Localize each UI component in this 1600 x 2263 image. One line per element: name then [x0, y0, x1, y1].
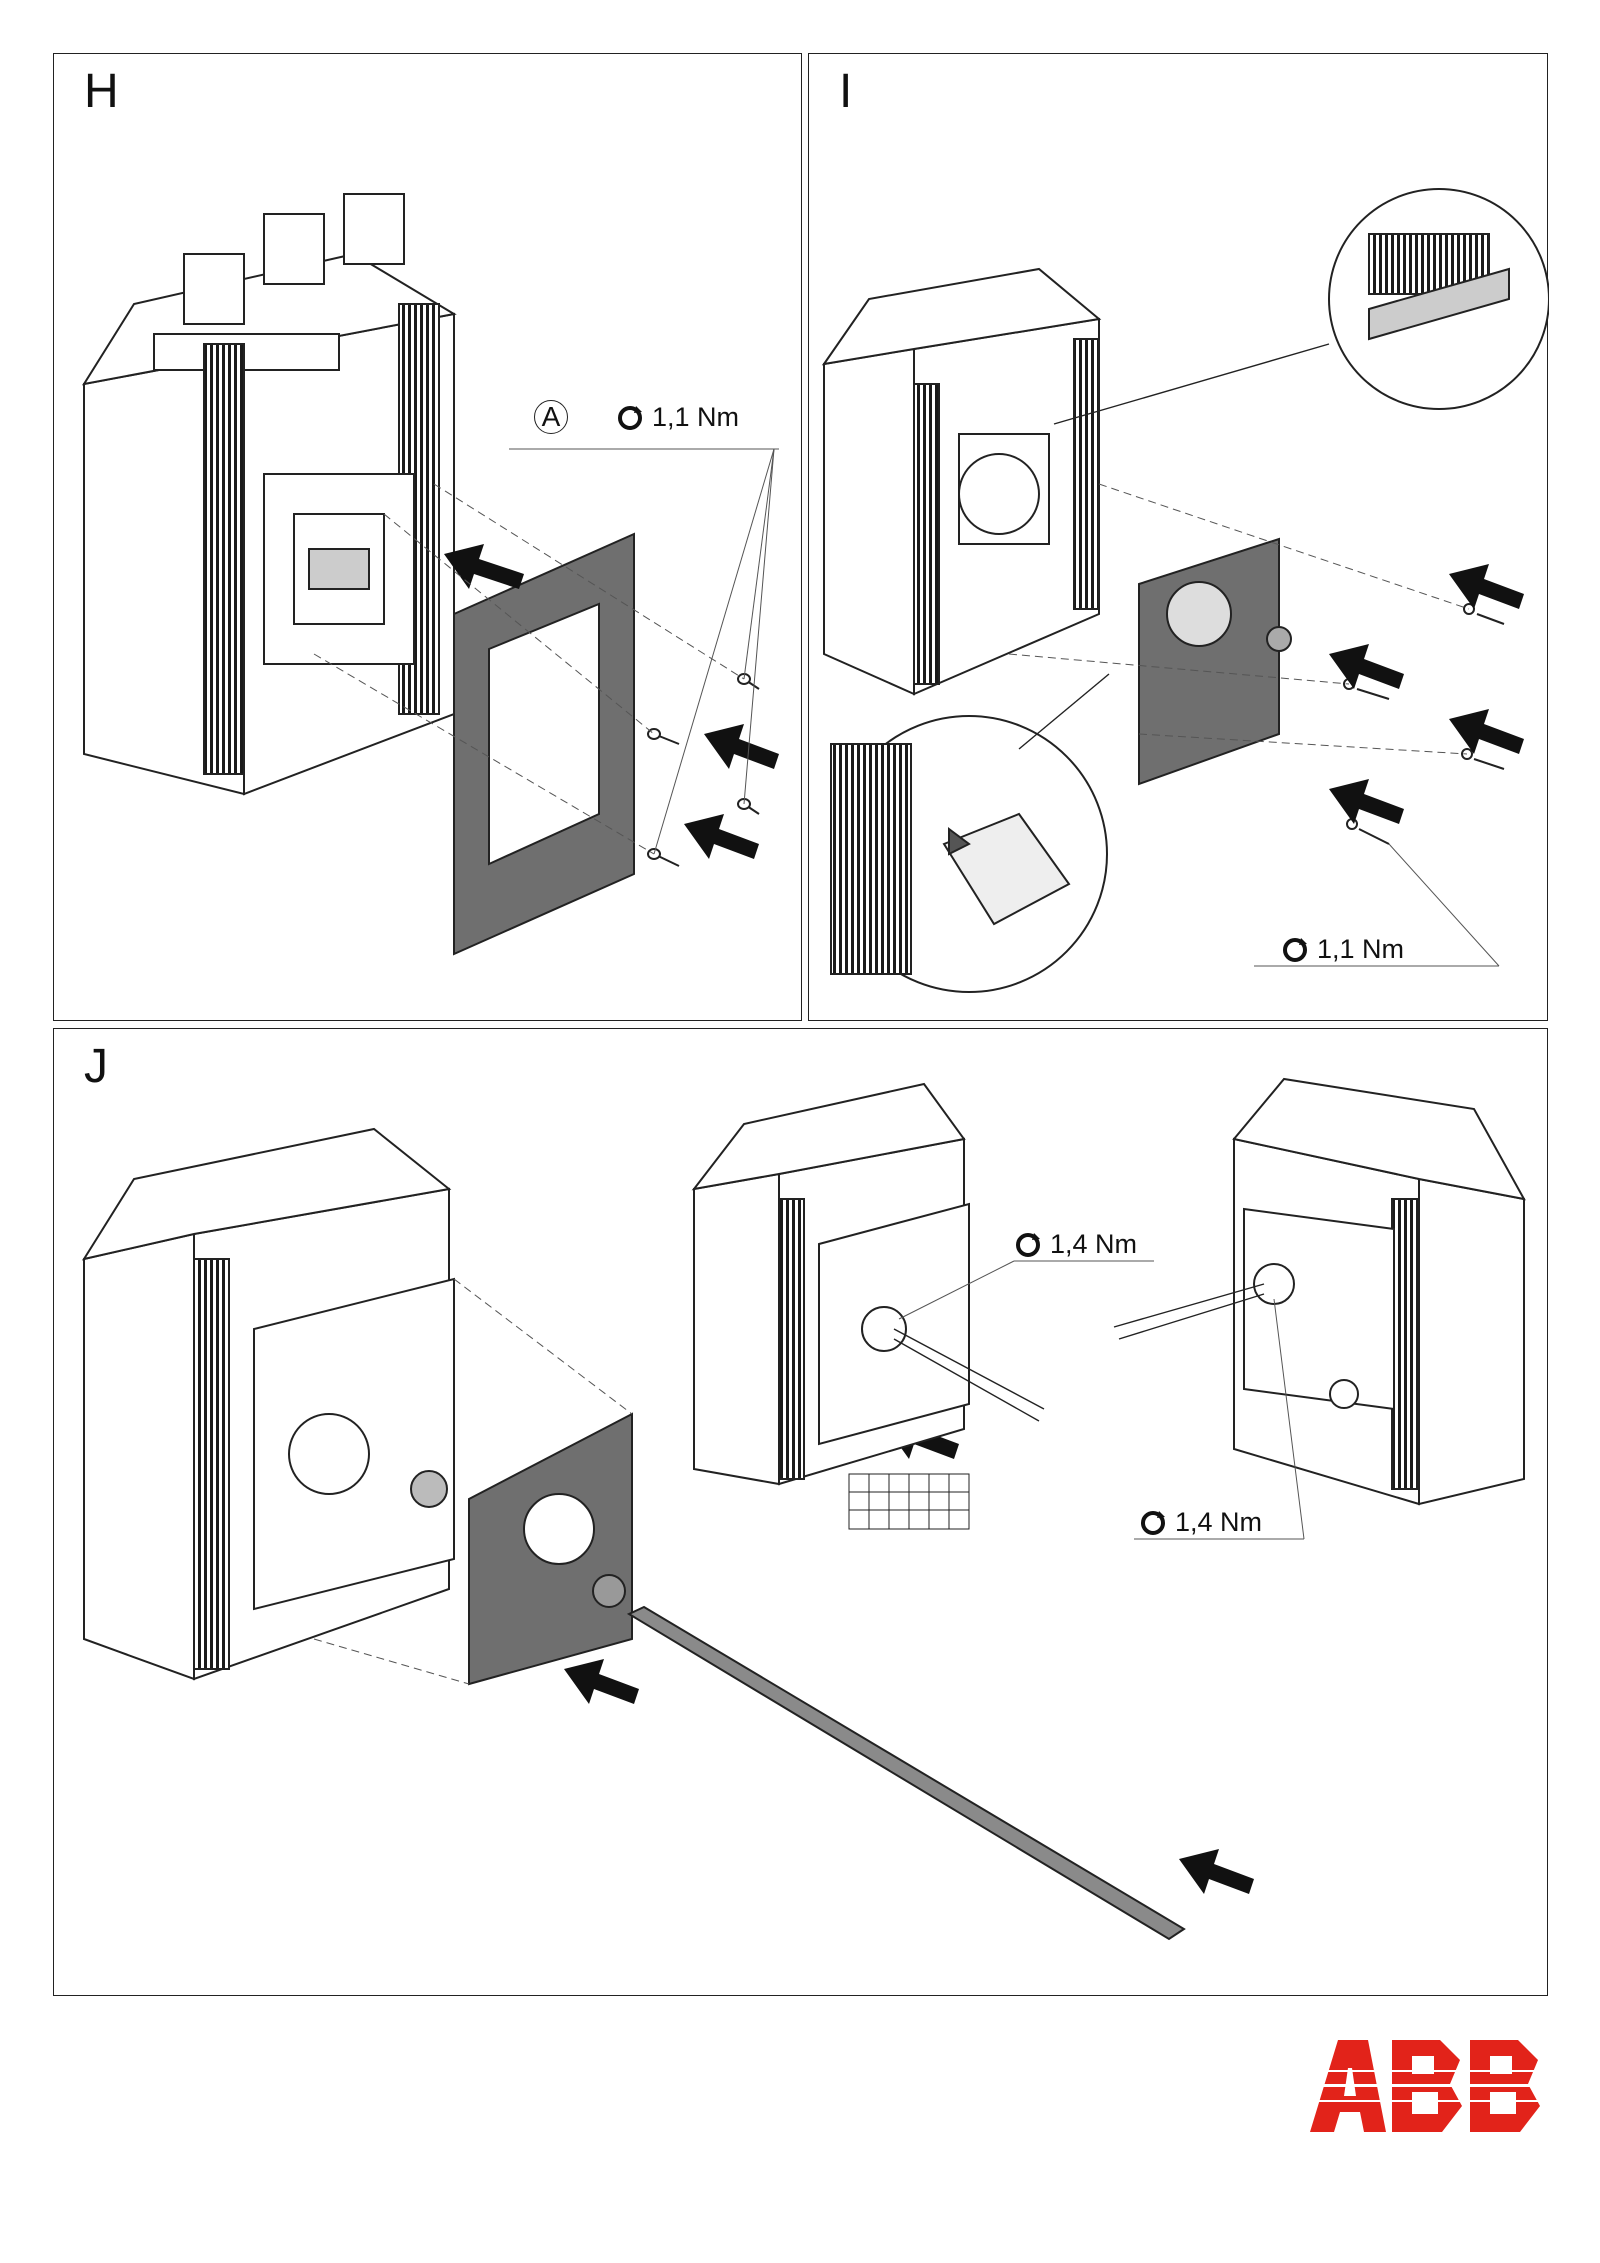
torque-spec-i: 1,1 Nm	[1281, 934, 1404, 965]
torque-spec-h: 1,1 Nm	[616, 402, 739, 433]
torque-value-i: 1,1 Nm	[1317, 934, 1405, 964]
torque-value-j-rear: 1,4 Nm	[1175, 1507, 1263, 1537]
circuit-breaker-body	[81, 193, 457, 796]
cover-plate	[468, 1412, 633, 1686]
step-label-j: J	[84, 1040, 108, 1093]
mounting-frame	[453, 532, 635, 956]
torque-icon	[1283, 937, 1307, 962]
circuit-breaker-body	[691, 1082, 970, 1486]
torque-icon	[1141, 1510, 1165, 1535]
magnifier-circle	[1328, 188, 1549, 410]
panel-step-h: H	[53, 53, 802, 1021]
torque-icon	[1016, 1232, 1040, 1257]
extension-shaft	[626, 1605, 1186, 1941]
arrow-icon	[1329, 564, 1524, 824]
torque-value-j-front: 1,4 Nm	[1050, 1229, 1138, 1259]
circuit-breaker-body	[81, 1127, 455, 1681]
torque-spec-j-rear: 1,4 Nm	[1139, 1507, 1262, 1538]
panel-step-i: I	[808, 53, 1549, 1021]
torque-value-h: 1,1 Nm	[652, 402, 740, 432]
shaft-line	[893, 1328, 1045, 1422]
grid-cutout	[848, 1473, 970, 1530]
magnifier-circle	[830, 715, 1108, 993]
step-h-illustration	[81, 193, 779, 956]
torque-spec-j-front: 1,4 Nm	[1014, 1229, 1137, 1260]
torque-icon	[618, 405, 642, 430]
arrow-icon	[444, 544, 779, 859]
panel-step-j: J	[53, 1028, 1548, 1996]
reference-letter-a: A	[534, 400, 568, 434]
cover-plate	[1138, 537, 1292, 786]
step-label-i: I	[839, 65, 853, 118]
shaft-line	[1113, 1283, 1265, 1340]
circuit-breaker-body	[821, 267, 1102, 696]
step-i-illustration	[821, 188, 1549, 993]
abb-logo	[1310, 2040, 1550, 2132]
circuit-breaker-body	[1232, 1077, 1526, 1506]
step-j-illustration	[81, 1077, 1526, 1941]
step-label-h: H	[84, 65, 119, 118]
